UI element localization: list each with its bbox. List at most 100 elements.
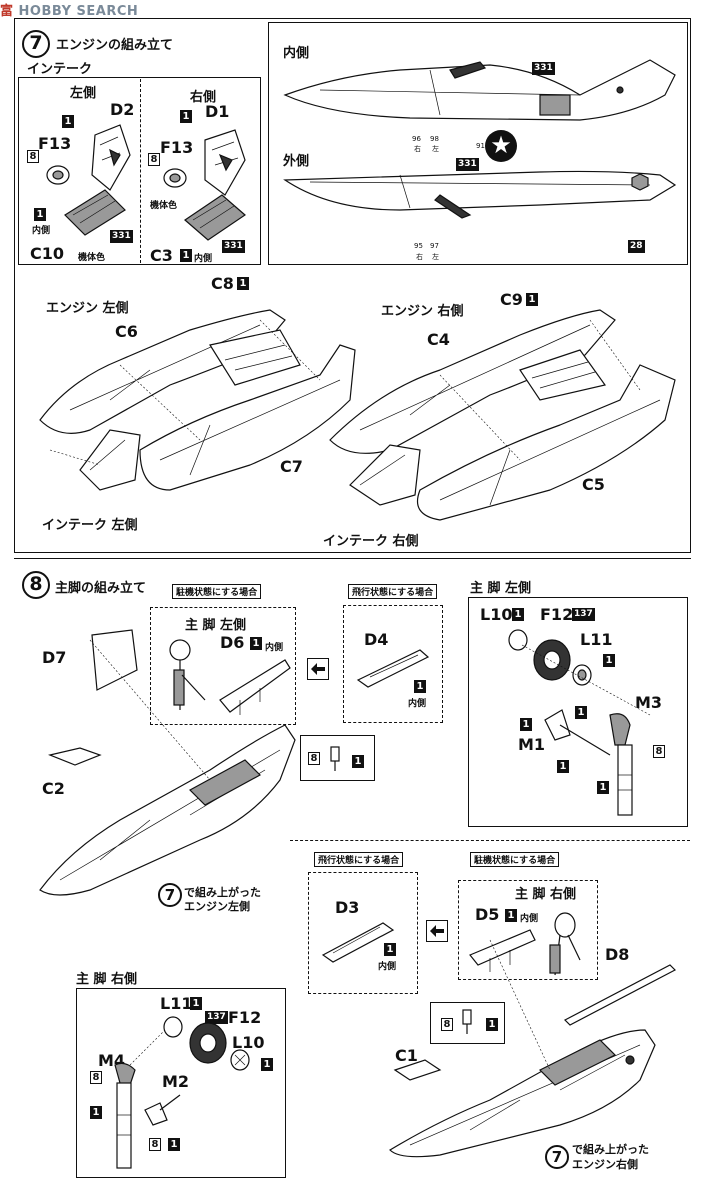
engine-left-assembly-illustration [39, 639, 296, 896]
badge-1: 1 [180, 110, 192, 123]
parked-gear-bottom-illustration [469, 912, 581, 976]
badge-331: 331 [532, 62, 555, 75]
decal-box [268, 22, 688, 265]
step8-number: 8 [22, 571, 50, 599]
engine-right-label: エンジン 右側 [381, 304, 464, 319]
main-gear-right-illustration [114, 1016, 250, 1169]
parked-caption-bottom: 駐機状態にする場合 [470, 852, 560, 867]
badge-1: 1 [90, 1106, 102, 1119]
main-gear-left-label: 主 脚 左側 [185, 618, 247, 633]
assembled-right-line1: で組み上がった [572, 1143, 649, 1156]
swap-arrow-icon [307, 658, 329, 680]
part-c3: C3 [150, 246, 173, 265]
badge-1: 1 [62, 115, 74, 128]
main-gear-left-box [468, 597, 688, 827]
part-c7: C7 [280, 457, 303, 476]
badge-1: 1 [352, 755, 364, 768]
intake-divider [140, 79, 141, 263]
inner-side-label: 内側 [32, 226, 51, 236]
part-c6: C6 [115, 322, 138, 341]
parked-option-box-bottom [458, 880, 598, 980]
badge-1: 1 [575, 706, 587, 719]
engine-left-label: エンジン 左側 [46, 301, 129, 316]
badge-1: 1 [520, 718, 532, 731]
badge-1: 1 [486, 1018, 498, 1031]
inner-side-label: 内側 [408, 699, 427, 709]
flight-option-box-bottom [308, 872, 418, 994]
badge-8: 8 [148, 153, 160, 166]
main-gear-right-box [76, 988, 286, 1178]
main-gear-left-illustration [508, 629, 651, 816]
intake-right-assembly-label: インテーク 右側 [323, 534, 419, 549]
inner-side-label: 内側 [265, 643, 284, 653]
part-f12: F12 [540, 605, 574, 624]
badge-331: 331 [222, 240, 245, 253]
badge-137: 137 [572, 608, 595, 621]
part-f13-left: F13 [38, 134, 72, 153]
part-d1: D1 [205, 102, 230, 121]
assembled-right-line2: エンジン右側 [572, 1158, 638, 1171]
swap-arrow-icon [426, 920, 448, 942]
part-l10: L10 [480, 605, 513, 624]
assembled-left-line1: で組み上がった [184, 886, 261, 899]
small-pin-icon [462, 1009, 472, 1034]
watermark: 富 HOBBY SEARCH [0, 4, 139, 19]
part-d7: D7 [42, 648, 67, 667]
badge-28: 28 [628, 240, 645, 253]
star-insignia-icon: ★ [485, 130, 517, 162]
badge-1: 1 [512, 608, 524, 621]
part-c10: C10 [30, 244, 65, 263]
intake-left-assembly-label: インテーク 左側 [42, 518, 138, 533]
part-d5: D5 [475, 905, 500, 924]
side-mark: 左 [432, 145, 439, 153]
engine-left-exploded-illustration [39, 309, 356, 491]
badge-1: 1 [190, 997, 202, 1010]
badge-8: 8 [653, 745, 665, 758]
badge-137: 137 [205, 1011, 228, 1024]
small-pin-icon [330, 746, 340, 771]
intake-box [18, 77, 261, 265]
assembled-left-line2: エンジン左側 [184, 900, 250, 913]
badge-1: 1 [250, 637, 262, 650]
part-c5: C5 [582, 475, 605, 494]
intake-left-illustration [46, 124, 131, 236]
inner-side-label: 内側 [520, 914, 539, 924]
intake-right-illustration [163, 129, 246, 241]
flight-caption: 飛行状態にする場合 [348, 584, 438, 599]
badge-1: 1 [34, 208, 46, 221]
part-m2: M2 [162, 1072, 190, 1091]
decal-number: 98 [430, 135, 439, 143]
inner-side-label: 内側 [194, 254, 213, 264]
flight-option-box [343, 605, 443, 723]
parked-option-box [150, 607, 296, 725]
step7-reference-badge: 7 [545, 1145, 569, 1169]
engine-outer-side-illustration [283, 170, 677, 219]
d7-panel-illustration [91, 629, 138, 691]
step-divider [14, 558, 691, 559]
badge-331: 331 [110, 230, 133, 243]
parked-gear-illustration [169, 639, 291, 715]
badge-1: 1 [597, 781, 609, 794]
engine-right-exploded-illustration [329, 309, 676, 521]
decal-number: 96 [412, 135, 421, 143]
part-c4: C4 [427, 330, 450, 349]
part-m1: M1 [518, 735, 546, 754]
inner-side-label: 内側 [378, 962, 397, 972]
flight-door-illustration [356, 649, 430, 688]
main-gear-right-label: 主 脚 右側 [515, 887, 577, 902]
step7-number: 7 [22, 30, 50, 58]
badge-1: 1 [237, 277, 249, 290]
part-f13-right: F13 [160, 138, 194, 157]
badge-1: 1 [414, 680, 426, 693]
side-mark: 左 [432, 253, 439, 261]
part-c9: C9 [500, 290, 523, 309]
part-d6: D6 [220, 633, 245, 652]
decal-number: 97 [430, 242, 439, 250]
part-d3: D3 [335, 898, 360, 917]
side-mark: 右 [414, 145, 421, 153]
part-l11-right: L11 [160, 994, 193, 1013]
engine-inner-side-illustration [283, 59, 676, 121]
step8-title: 主脚の組み立て [55, 581, 147, 596]
part-c8: C8 [211, 274, 234, 293]
small-part-box-bottom [430, 1002, 505, 1044]
